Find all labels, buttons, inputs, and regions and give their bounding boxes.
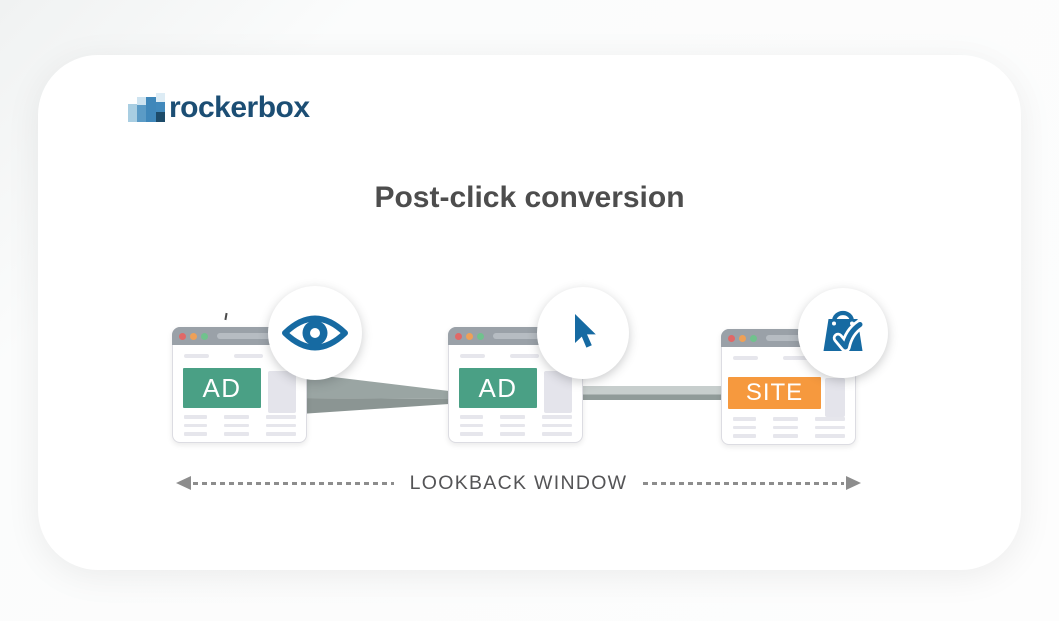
dashed-line: [193, 481, 394, 485]
conversion-badge: [798, 288, 888, 378]
content-line: [184, 354, 209, 358]
rockerbox-logo: rockerbox: [128, 91, 310, 125]
window-dot-green: [201, 332, 208, 340]
text-lines-placeholder: [733, 417, 845, 438]
eye-icon: [282, 315, 348, 351]
window-dot-red: [179, 332, 186, 340]
sidebar-placeholder: [544, 371, 572, 413]
window-dot-green: [477, 332, 484, 340]
shopping-bag-check-icon: [823, 310, 866, 353]
dashed-line: [643, 481, 844, 485]
sidebar-placeholder: [825, 378, 845, 417]
text-lines-placeholder: [184, 415, 296, 436]
window-dot-orange: [739, 334, 746, 342]
pixel-bar-chart-icon: [128, 93, 165, 122]
content-line: [234, 354, 263, 358]
sidebar-placeholder: [268, 371, 296, 413]
browser-window-ad-1: AD: [172, 327, 313, 443]
window-dot-orange: [466, 332, 473, 340]
content-line: [460, 354, 485, 358]
cursor-icon: [575, 314, 596, 348]
address-bar: [217, 333, 296, 339]
content-line: [783, 356, 812, 360]
window-dot-red: [455, 332, 462, 340]
window-dot-red: [728, 334, 735, 342]
lookback-window-indicator: LOOKBACK WINDOW: [176, 471, 861, 494]
window-dot-green: [750, 334, 757, 342]
impression-badge: [268, 286, 362, 380]
browser-window-ad-2: AD: [448, 327, 589, 443]
content-line: [510, 354, 539, 358]
brand-wordmark: rockerbox: [169, 91, 310, 125]
text-lines-placeholder: [460, 415, 572, 436]
ad-label: AD: [459, 368, 537, 408]
click-badge: [537, 287, 629, 379]
visit-flow-connector: [576, 386, 726, 400]
ad-label: AD: [183, 368, 261, 408]
lookback-label: LOOKBACK WINDOW: [409, 471, 628, 494]
arrow-right-icon: [846, 476, 861, 490]
site-label: SITE: [728, 377, 821, 409]
page-title: Post-click conversion: [374, 181, 685, 214]
address-bar: [493, 333, 572, 339]
click-flow-connector: [300, 373, 449, 414]
content-line: [733, 356, 758, 360]
window-dot-orange: [190, 332, 197, 340]
arrow-left-icon: [176, 476, 191, 490]
